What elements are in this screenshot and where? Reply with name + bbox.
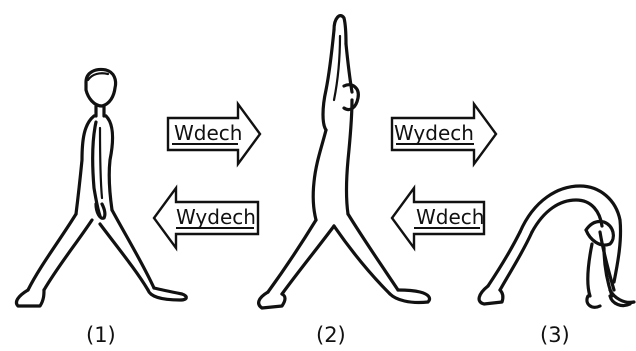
arrow-exhale-2-to-3: Wydech xyxy=(390,100,498,168)
arrow-exhale-2-to-1: Wydech xyxy=(152,184,260,252)
arrow-inhale-3-to-2: Wdech xyxy=(390,184,486,252)
arrow-label-inhale-1: Wdech xyxy=(174,121,242,145)
arrow-label-exhale-1: Wydech xyxy=(176,205,256,229)
arrow-label-exhale-2: Wydech xyxy=(394,121,474,145)
arrow-label-inhale-3: Wdech xyxy=(416,205,484,229)
pose-1-figure xyxy=(14,67,188,308)
arrow-inhale-1-to-2: Wdech xyxy=(166,100,262,168)
pose-3-figure xyxy=(477,184,636,309)
pose-2-label: (2) xyxy=(316,323,346,347)
pose-1-label: (1) xyxy=(86,323,116,347)
pose-2-figure xyxy=(257,14,432,310)
pose-3-label: (3) xyxy=(540,323,570,347)
